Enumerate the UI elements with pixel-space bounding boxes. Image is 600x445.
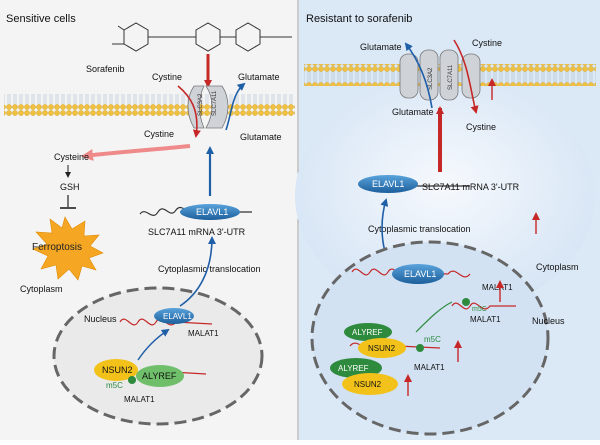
cystine-to-cysteine-arrow xyxy=(81,144,191,161)
left-malat1-label-a: MALAT1 xyxy=(188,329,219,338)
left-cystine-arrow xyxy=(177,85,201,138)
left-alyref-label: ALYREF xyxy=(142,371,177,381)
left-nsun2-label: NSUN2 xyxy=(102,365,133,375)
right-transporter-group: SLC3A2 SLC7A11 xyxy=(399,49,481,101)
right-cytoplasm-label: Cytoplasm xyxy=(536,262,579,272)
left-translocation-label: Cytoplasmic translocation xyxy=(158,264,261,274)
left-cystine-in: Cystine xyxy=(144,129,174,139)
left-elavl1-nuclear xyxy=(154,308,194,324)
left-title: Sensitive cells xyxy=(6,13,76,25)
right-m5c-dot-b xyxy=(416,344,424,352)
right-translocation-label: Cytoplasmic translocation xyxy=(368,224,471,234)
right-slc7a11: SLC7A11 xyxy=(448,64,454,90)
left-export-arrow xyxy=(179,236,216,307)
right-m5c-link xyxy=(415,301,453,333)
gsh-label: GSH xyxy=(60,182,80,192)
right-nsun2-label-b: NSUN2 xyxy=(354,380,382,389)
right-malat1-label-c: MALAT1 xyxy=(414,363,445,372)
right-cystine-arrow xyxy=(453,39,479,114)
right-nsun2-label-a: NSUN2 xyxy=(368,344,396,353)
left-slc3a2: SLC3A2 xyxy=(198,93,204,116)
right-malat1-label-b: MALAT1 xyxy=(470,315,501,324)
left-malat1-label-b: MALAT1 xyxy=(124,395,155,404)
left-slc7a11: SLC7A11 xyxy=(212,90,218,116)
ferroptosis-label: Ferroptosis xyxy=(32,242,82,253)
right-alyref-protein-b xyxy=(330,358,382,378)
right-malat1-label-a: MALAT1 xyxy=(482,283,513,292)
left-nucleus xyxy=(52,286,264,426)
left-glutamate-out: Glutamate xyxy=(238,72,280,82)
right-m5c-label-b: m5C xyxy=(424,335,441,344)
right-alyref-label-a: ALYREF xyxy=(352,328,383,337)
right-malat1-rna-mid xyxy=(451,302,516,310)
right-alyref-label-b: ALYREF xyxy=(338,364,369,373)
right-slc3a2: SLC3A2 xyxy=(428,67,434,90)
right-glutamate-in: Glutamate xyxy=(392,107,434,117)
left-transporter: SLC3A2 SLC7A11 xyxy=(187,85,229,129)
left-cytoplasm-label: Cytoplasm xyxy=(20,284,63,294)
right-elavl1-nuc-label: ELAVL1 xyxy=(404,269,436,279)
left-nsun2-protein xyxy=(94,359,138,381)
right-elavl1-nuclear xyxy=(392,264,444,284)
left-mrna-label: SLC7A11 mRNA 3'-UTR xyxy=(148,227,246,237)
left-nucleus-label: Nucleus xyxy=(84,314,117,324)
right-cystine-in: Cystine xyxy=(466,122,496,132)
right-nsun2-protein-a xyxy=(358,338,406,358)
ferroptosis-burst xyxy=(32,216,104,281)
right-mrna-label: SLC7A11 mRNA 3'-UTR xyxy=(422,182,520,192)
right-cystine-out: Cystine xyxy=(472,38,502,48)
left-elavl1-protein xyxy=(180,204,240,220)
right-title: Resistant to sorafenib xyxy=(306,13,412,25)
left-membrane xyxy=(4,94,295,116)
right-nucleus-label: Nucleus xyxy=(532,316,565,326)
cysteine-label: Cysteine xyxy=(54,152,89,162)
right-m5c-label-a: m5C xyxy=(472,306,487,313)
left-cystine-out: Cystine xyxy=(152,72,182,82)
right-alyref-protein-a xyxy=(344,323,392,341)
right-elavl1-label: ELAVL1 xyxy=(372,179,404,189)
left-binding-arrow xyxy=(137,328,170,361)
sorafenib-label: Sorafenib xyxy=(86,64,125,74)
left-m5c-label: m5C xyxy=(106,381,123,390)
right-glutamate-out: Glutamate xyxy=(360,42,402,52)
left-m5c-dot xyxy=(128,376,136,384)
right-nsun2-protein-b xyxy=(342,373,398,395)
left-glutamate-arrow xyxy=(225,82,246,131)
left-elavl1-nuc-label: ELAVL1 xyxy=(163,312,192,321)
right-malat1-rna-top xyxy=(351,268,471,278)
right-m5c-dot-a xyxy=(462,298,470,306)
sorafenib-structure xyxy=(112,22,292,52)
right-glutamate-arrow xyxy=(404,42,433,109)
right-elavl1-protein xyxy=(358,175,418,193)
left-elavl1-label: ELAVL1 xyxy=(196,207,228,217)
left-alyref-protein xyxy=(136,365,184,387)
left-glutamate-in: Glutamate xyxy=(240,132,282,142)
